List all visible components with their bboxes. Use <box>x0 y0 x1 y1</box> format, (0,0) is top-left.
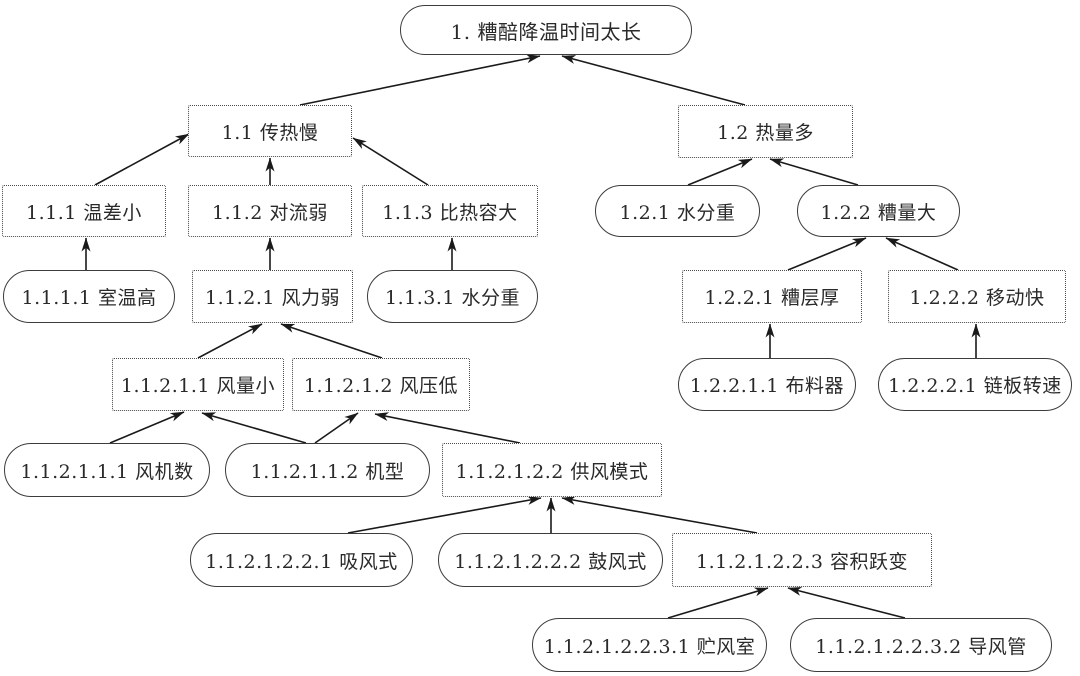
edge-n111-to-n11 <box>94 133 190 186</box>
node-n111: 1.1.1 温差小 <box>2 185 166 237</box>
node-n1121222: 1.1.2.1.2.2.2 鼓风式 <box>438 533 663 587</box>
node-n12211: 1.2.2.1.1 布料器 <box>678 358 856 411</box>
node-label: 1.1.2.1.1 风量小 <box>120 375 276 397</box>
edge-n1221-to-n122 <box>787 237 867 271</box>
node-n112112: 1.1.2.1.1.2 机型 <box>225 443 430 497</box>
node-n113: 1.1.3 比热容大 <box>362 185 538 237</box>
edge-n11212232-to-n1121223 <box>787 586 906 619</box>
edge-n112112-to-n11211 <box>201 412 307 444</box>
node-label: 1.1.2.1.2.2.3 容积跃变 <box>696 550 908 573</box>
edge-n1121223-to-n112122 <box>561 495 758 534</box>
node-n112122: 1.1.2.1.2.2 供风模式 <box>442 443 662 497</box>
node-label: 1.2.1 水分重 <box>619 201 736 224</box>
node-label: 1.1.1.1 室温高 <box>21 287 157 309</box>
edge-n1222-to-n122 <box>885 237 959 271</box>
node-n1221: 1.2.2.1 糟层厚 <box>682 270 862 323</box>
node-n12: 1.2 热量多 <box>678 105 853 158</box>
edge-n122-to-n12 <box>769 158 859 186</box>
node-label: 1.1.2.1.1.1 风机数 <box>20 460 194 483</box>
node-n121: 1.2.1 水分重 <box>595 185 760 237</box>
node-n11212231: 1.1.2.1.2.2.3.1 贮风室 <box>532 618 767 672</box>
edge-n112112-to-n11212 <box>314 412 359 444</box>
node-n1111: 1.1.1.1 室温高 <box>3 270 175 323</box>
node-label: 1.1.2.1.2.2.3.2 导风管 <box>815 635 1027 658</box>
node-label: 1.1.3.1 水分重 <box>384 287 520 309</box>
edge-n11212231-to-n1121223 <box>667 587 769 619</box>
edge-n11211-to-n1121 <box>197 323 263 359</box>
edge-n1121221-to-n112122 <box>347 495 542 534</box>
node-n1121223: 1.1.2.1.2.2.3 容积跃变 <box>672 533 932 587</box>
edge-n112111-to-n11211 <box>109 411 185 444</box>
node-n11: 1.1 传热慢 <box>188 105 352 157</box>
node-label: 1.1.2.1 风力弱 <box>204 287 340 309</box>
node-n1222: 1.2.2.2 移动快 <box>888 270 1066 323</box>
edge-n12-to-n1 <box>561 55 746 106</box>
node-n122: 1.2.2 糟量大 <box>797 185 960 237</box>
node-label: 1.2.2.1 糟层厚 <box>704 287 840 309</box>
edge-n121-to-n12 <box>687 158 753 186</box>
node-n1: 1. 糟醅降温时间太长 <box>400 5 692 55</box>
node-label: 1.1 传热慢 <box>221 121 319 144</box>
node-label: 1.1.1 温差小 <box>26 201 142 224</box>
node-n1121221: 1.1.2.1.2.2.1 吸风式 <box>190 533 413 587</box>
edge-n113-to-n11 <box>352 137 429 186</box>
edge-n11-to-n1 <box>299 54 541 106</box>
node-label: 1.1.2.1.2.2 供风模式 <box>455 460 649 483</box>
node-label: 1.1.2.1.1.2 机型 <box>250 460 405 483</box>
node-label: 1.1.3 比热容大 <box>382 201 518 224</box>
node-label: 1.2.2.2.1 链板转速 <box>888 375 1062 397</box>
node-label: 1.2.2.1.1 布料器 <box>689 375 845 397</box>
node-n1121: 1.1.2.1 风力弱 <box>192 270 353 323</box>
node-n11212: 1.1.2.1.2 风压低 <box>292 358 470 411</box>
node-label: 1. 糟醅降温时间太长 <box>450 19 642 44</box>
node-n1131: 1.1.3.1 水分重 <box>367 270 538 323</box>
node-n112: 1.1.2 对流弱 <box>188 185 352 237</box>
node-label: 1.1.2.1.2.2.1 吸风式 <box>205 550 398 573</box>
node-label: 1.1.2.1.2.2.3.1 贮风室 <box>543 635 756 658</box>
edge-n112122-to-n11212 <box>374 412 521 444</box>
node-n112111: 1.1.2.1.1.1 风机数 <box>4 443 210 497</box>
node-label: 1.2.2 糟量大 <box>820 201 937 224</box>
node-label: 1.2 热量多 <box>717 122 814 144</box>
node-label: 1.1.2.1.2 风压低 <box>303 375 459 397</box>
node-n11212232: 1.1.2.1.2.2.3.2 导风管 <box>790 618 1052 672</box>
edge-n11212-to-n1121 <box>280 323 383 359</box>
node-label: 1.1.2 对流弱 <box>212 201 328 224</box>
node-n11211: 1.1.2.1.1 风量小 <box>112 358 284 411</box>
node-label: 1.1.2.1.2.2.2 鼓风式 <box>454 550 647 573</box>
node-label: 1.2.2.2 移动快 <box>909 287 1045 309</box>
node-n12221: 1.2.2.2.1 链板转速 <box>878 358 1072 411</box>
